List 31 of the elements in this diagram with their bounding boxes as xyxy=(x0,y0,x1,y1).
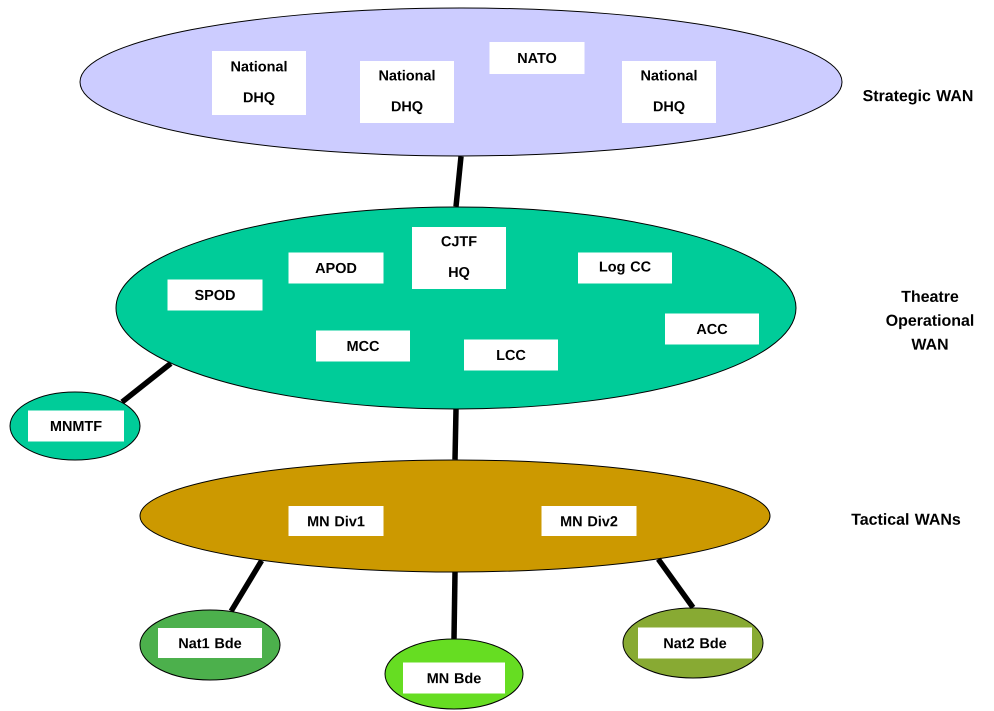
site-box: MCC xyxy=(316,330,410,362)
network-ellipse xyxy=(140,460,770,572)
site-box: MN Div2 xyxy=(542,506,636,536)
site-box: MN Div1 xyxy=(288,506,384,536)
node-label: MN Bde xyxy=(428,672,481,684)
site-box: SPOD xyxy=(168,280,262,310)
site-box: National DHQ xyxy=(360,61,454,123)
connector-line xyxy=(451,572,458,639)
node-label: MNMTF xyxy=(50,421,102,431)
connector-line xyxy=(453,156,464,207)
site-box: Log CC xyxy=(578,252,672,284)
site-box: MN Bde xyxy=(403,662,505,694)
connector-line xyxy=(228,559,264,613)
site-box: ACC xyxy=(665,314,759,344)
site-box: LCC xyxy=(464,340,558,370)
node-label: Nat1 Bde xyxy=(179,638,242,648)
site-box: CJTF HQ xyxy=(412,227,506,289)
site-box: National DHQ xyxy=(622,61,716,123)
network-label: Strategic WAN xyxy=(863,90,972,104)
connector-line xyxy=(120,361,172,404)
network-label: Theatre Operational WAN xyxy=(886,290,974,350)
network-label: Tactical WANs xyxy=(851,513,960,525)
connector-line xyxy=(656,558,696,610)
node-label: Nat2 Bde xyxy=(664,638,726,648)
site-box: MNMTF xyxy=(28,410,124,442)
site-box: NATO xyxy=(490,42,584,74)
site-box: Nat2 Bde xyxy=(638,628,752,658)
site-box: APOD xyxy=(288,252,384,284)
site-box: National DHQ xyxy=(212,51,306,115)
connector-line xyxy=(452,409,459,460)
site-box: Nat1 Bde xyxy=(158,628,262,658)
